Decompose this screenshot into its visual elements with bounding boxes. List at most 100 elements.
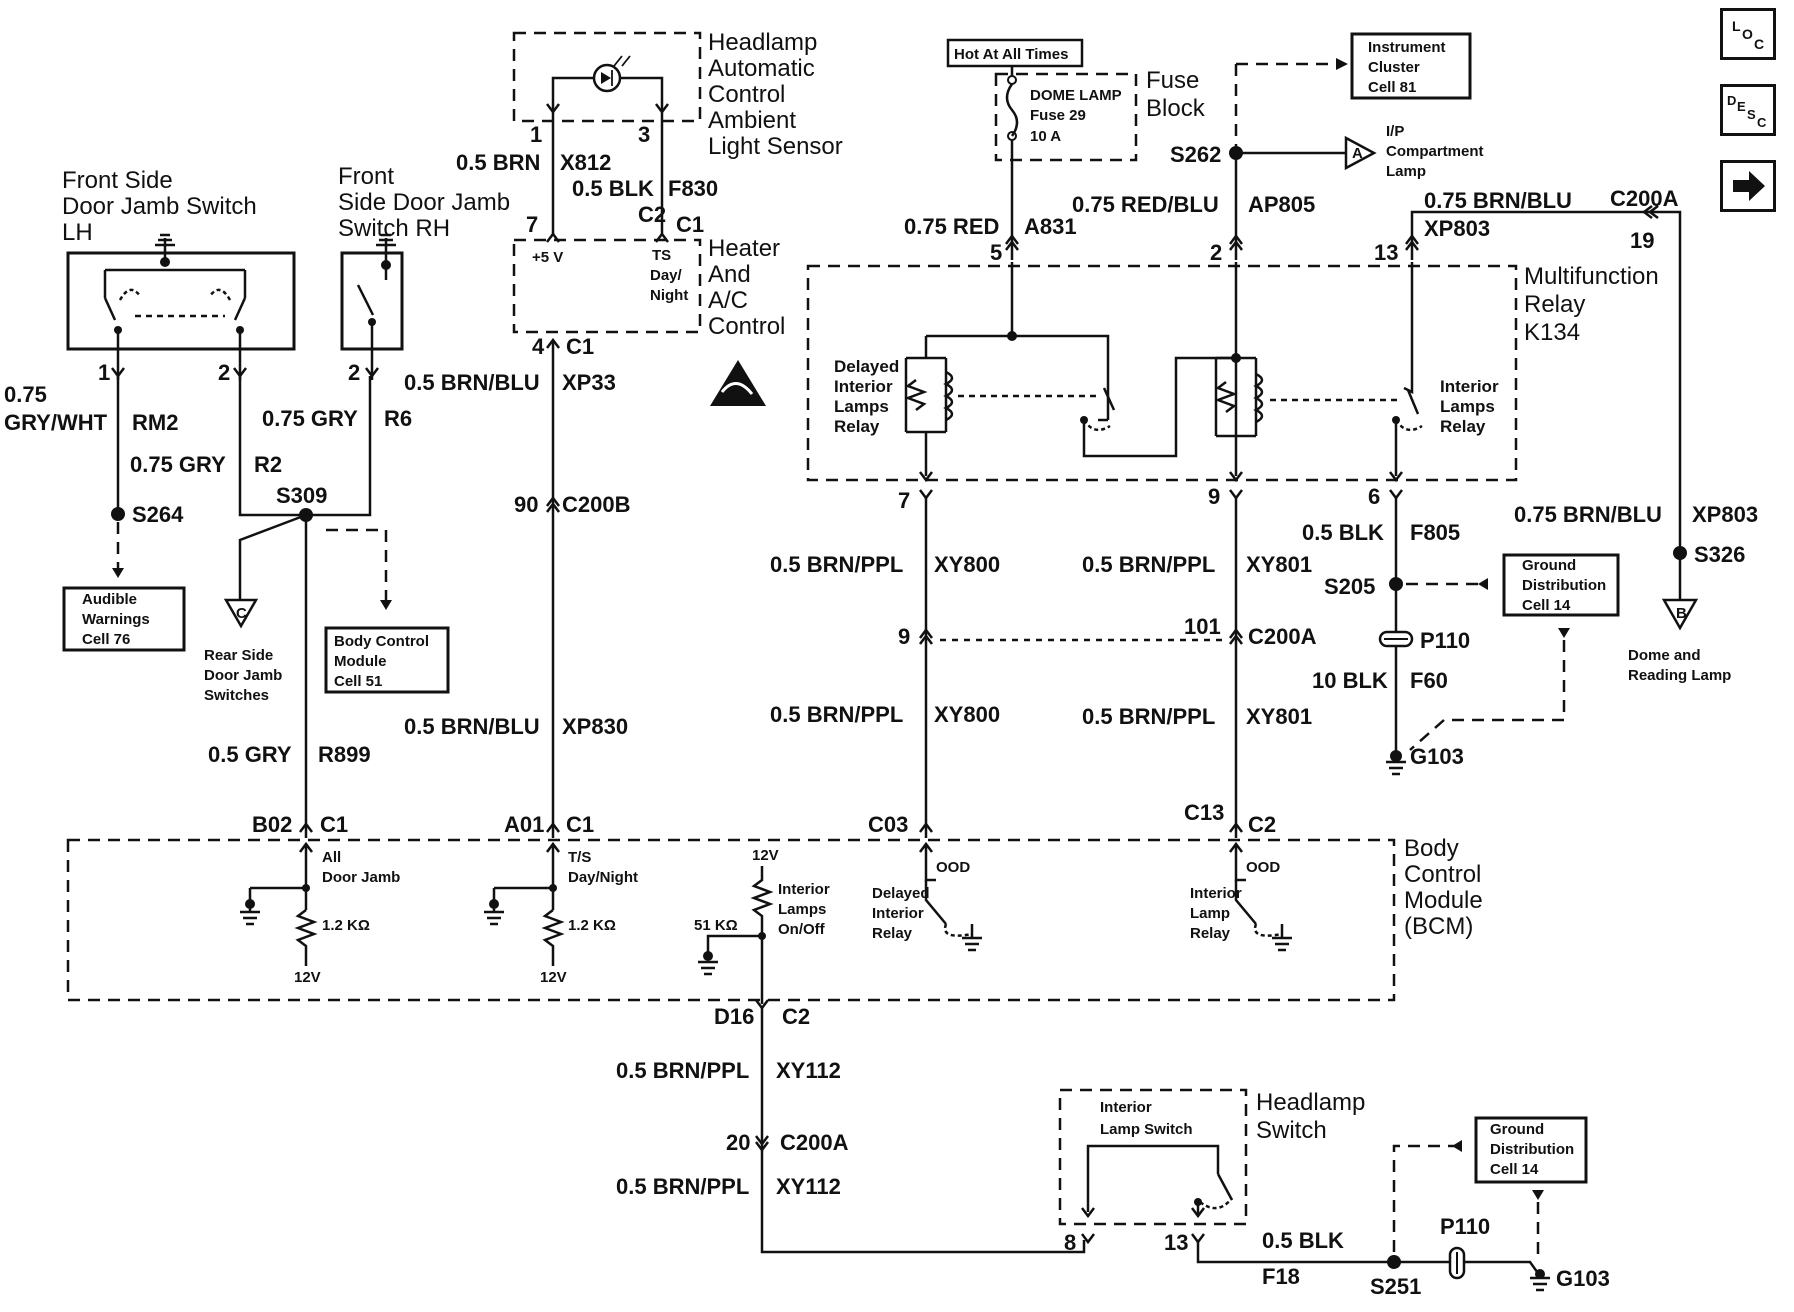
wire-ap805-color: 0.75 RED/BLU <box>1072 192 1219 217</box>
ground-g103-bottom: G103 <box>1556 1266 1610 1291</box>
bcm-interior-lamp-1: Interior <box>1190 885 1242 902</box>
bottom-wiring: D16 C2 0.5 BRN/PPL XY112 20 C200A 0.5 BR… <box>616 999 1610 1299</box>
loc-icon: L O C <box>1732 18 1764 52</box>
hot-at-all-times: Hot At All Times <box>954 46 1068 63</box>
splice-s262: S262 <box>1170 142 1221 167</box>
wire-xy800-color-2: 0.5 BRN/PPL <box>770 702 903 727</box>
jamb-lh-title-2: Door Jamb Switch <box>62 193 257 220</box>
pin-hvac-2: C2 <box>638 202 666 227</box>
pin-lh-1: 1 <box>98 360 110 385</box>
desc-button[interactable]: D E S C <box>1720 84 1776 136</box>
wire-rm2-color: GRY/WHT <box>4 410 108 435</box>
pin-rh-2: 2 <box>348 360 360 385</box>
connector-a: A <box>1352 145 1363 162</box>
wire-r2-color: 0.75 GRY <box>130 452 226 477</box>
headlamp-switch-title-1: Headlamp <box>1256 1089 1365 1116</box>
wire-f805-color: 0.5 BLK <box>1302 520 1384 545</box>
pin-101: 101 <box>1184 614 1221 639</box>
pin-c1-b02: C1 <box>320 812 348 837</box>
jamb-lh-title-1: Front Side <box>62 167 173 194</box>
svg-text:E: E <box>1737 99 1746 114</box>
wire-xp803-color-right: 0.75 BRN/BLU <box>1514 502 1662 527</box>
wire-f830-circuit: F830 <box>668 176 718 201</box>
bcm-r2: 1.2 KΩ <box>568 917 616 934</box>
wire-xy801-circuit-2: XY801 <box>1246 704 1312 729</box>
wire-xy801-color-2: 0.5 BRN/PPL <box>1082 704 1215 729</box>
connector-b: B <box>1676 605 1687 622</box>
rear-jamb-2: Door Jamb <box>204 667 282 684</box>
bcm-12v-b: 12V <box>540 969 567 986</box>
pin-19: 19 <box>1630 228 1654 253</box>
fuse-rating: 10 A <box>1030 128 1061 145</box>
wire-xp33-circuit: XP33 <box>562 370 616 395</box>
fuse-name: DOME LAMP <box>1030 87 1122 104</box>
bcm-title-1: Body <box>1404 835 1459 862</box>
ambient-light-sensor: Headlamp Automatic Control Ambient Light… <box>456 29 843 237</box>
wire-xy800-color-1: 0.5 BRN/PPL <box>770 552 903 577</box>
jamb-lh-title-3: LH <box>62 219 93 246</box>
audible-2: Warnings <box>82 611 150 628</box>
wire-f60-color: 10 BLK <box>1312 668 1388 693</box>
pin-sensor-3: 3 <box>638 122 650 147</box>
pin-7: 7 <box>898 488 910 513</box>
pin-d16: D16 <box>714 1004 754 1029</box>
wire-xp33-color: 0.5 BRN/BLU <box>404 370 540 395</box>
bcm-onoff-2: Lamps <box>778 901 826 918</box>
pin-13-bottom: 13 <box>1164 1230 1188 1255</box>
wire-r899-color: 0.5 GRY <box>208 742 292 767</box>
ground-g103-top: G103 <box>1410 744 1464 769</box>
wire-rm2-gauge: 0.75 <box>4 382 47 407</box>
bcm-interior-lamp-2: Lamp <box>1190 905 1230 922</box>
jamb-rh-title-2: Side Door Jamb <box>338 189 510 216</box>
wire-xy112-color-1: 0.5 BRN/PPL <box>616 1058 749 1083</box>
relay-output-wiring: 7 9 6 0.5 BRN/PPL XY800 0.5 BRN/PPL XY80… <box>770 484 1620 838</box>
heater-ac-control: +5 V TS Day/ Night Heater And A/C Contro… <box>404 231 785 838</box>
audible-3: Cell 76 <box>82 631 130 648</box>
bcm-delayed-2: Interior <box>872 905 924 922</box>
pin-c200b: C200B <box>562 492 630 517</box>
s262-branch: Instrument Cluster Cell 81 S262 A I/P Co… <box>1072 32 1484 265</box>
wire-x812-circuit: X812 <box>560 150 611 175</box>
ip-lamp-3: Lamp <box>1386 163 1426 180</box>
bcm-title-3: Module <box>1404 887 1483 914</box>
arrow-right-icon <box>1733 171 1765 201</box>
delayed-relay-2: Interior <box>834 377 893 396</box>
svg-text:C: C <box>1754 36 1764 52</box>
wire-xy801-circuit-1: XY801 <box>1246 552 1312 577</box>
mfr-title-1: Multifunction <box>1524 263 1659 290</box>
pin-c2: C2 <box>1248 812 1276 837</box>
wire-xp830-color: 0.5 BRN/BLU <box>404 714 540 739</box>
bcm-title-4: (BCM) <box>1404 913 1473 940</box>
wire-r899-circuit: R899 <box>318 742 371 767</box>
bcm-delayed-3: Relay <box>872 925 913 942</box>
splice-s326: S326 <box>1694 542 1745 567</box>
xp803-top: 0.75 BRN/BLU XP803 C200A 19 13 0.75 BRN/… <box>1374 186 1758 684</box>
cluster-1: Instrument <box>1368 39 1446 56</box>
splice-s205: S205 <box>1324 574 1375 599</box>
hvac-title-2: And <box>708 261 751 288</box>
hvac-title-1: Heater <box>708 235 780 262</box>
wire-rm2-circuit: RM2 <box>132 410 178 435</box>
next-page-button[interactable] <box>1720 160 1776 212</box>
loc-button[interactable]: L O C <box>1720 8 1776 60</box>
ip-lamp-2: Compartment <box>1386 143 1484 160</box>
wire-xy112-circuit-2: XY112 <box>776 1174 841 1199</box>
bcm-onoff-1: Interior <box>778 881 830 898</box>
rear-jamb-1: Rear Side <box>204 647 273 664</box>
hvac-ts-1: TS <box>652 247 671 264</box>
fuse-block: Hot At All Times DOME LAMP Fuse 29 10 A … <box>904 38 1206 265</box>
pin-c2-d16: C2 <box>782 1004 810 1029</box>
pin-20: 20 <box>726 1130 750 1155</box>
wire-xp803-color-top: 0.75 BRN/BLU <box>1424 188 1572 213</box>
wire-f805-circuit: F805 <box>1410 520 1460 545</box>
pin-c03: C03 <box>868 812 908 837</box>
pin-c200a-top: C200A <box>1610 186 1679 211</box>
ground-dist-1b: Distribution <box>1522 577 1606 594</box>
splice-s251: S251 <box>1370 1274 1421 1299</box>
mfr-title-2: Relay <box>1524 291 1585 318</box>
bcm-r1: 1.2 KΩ <box>322 917 370 934</box>
pin-sensor-1: 1 <box>530 122 542 147</box>
wire-f18-color: 0.5 BLK <box>1262 1228 1344 1253</box>
sensor-title-5: Light Sensor <box>708 133 843 160</box>
bcm-12v-a: 12V <box>294 969 321 986</box>
